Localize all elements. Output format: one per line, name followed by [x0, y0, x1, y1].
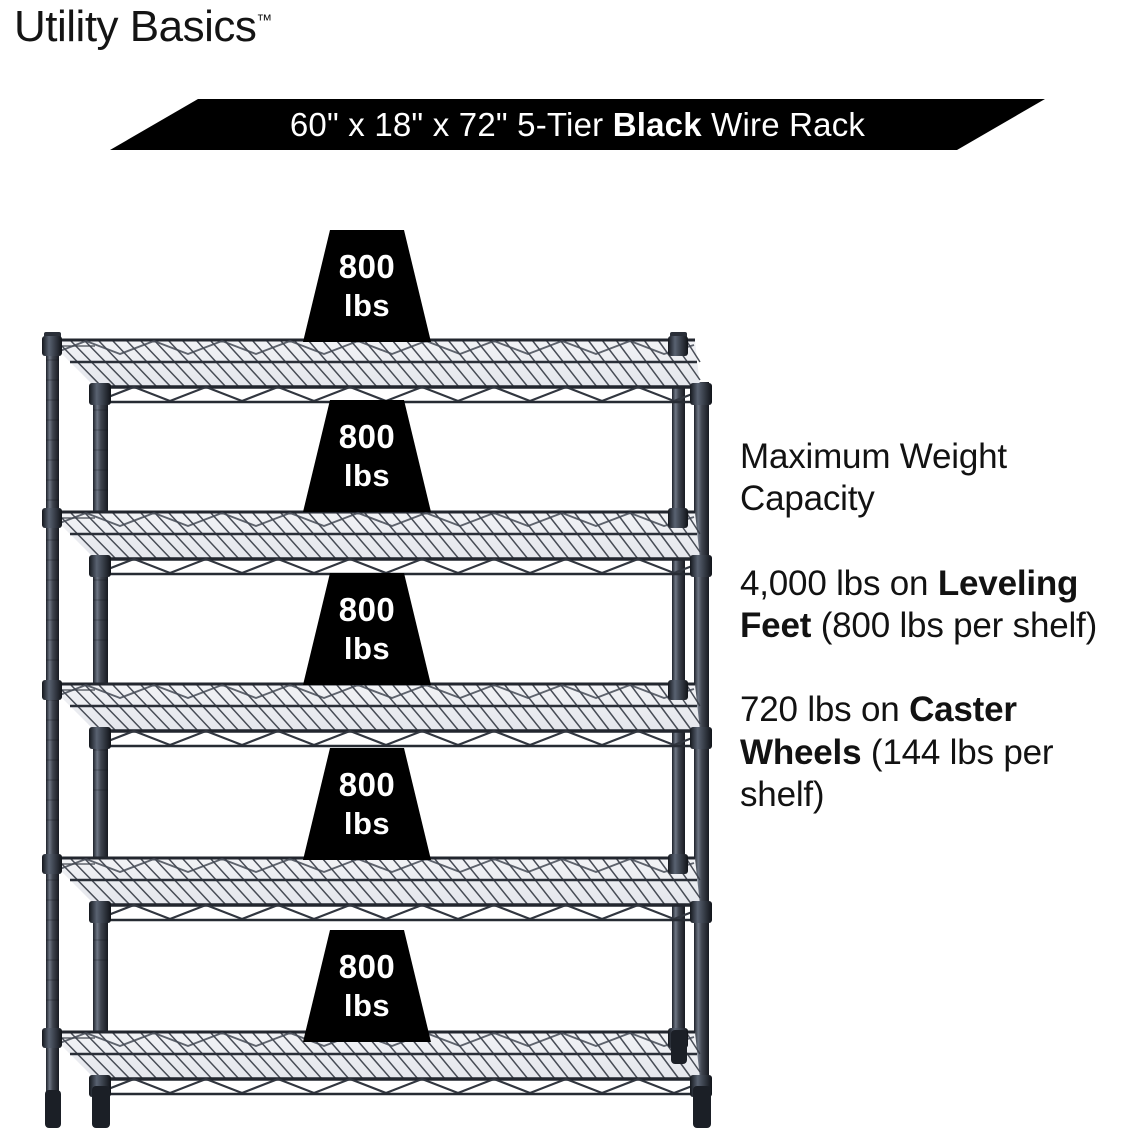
- trademark-symbol: ™: [256, 12, 273, 30]
- weight-badge-number: 800: [338, 247, 396, 285]
- weight-badge-unit: lbs: [343, 806, 391, 842]
- shelf-tier-1: [46, 338, 702, 404]
- product-title-banner: 60" x 18" x 72" 5-Tier Black Wire Rack: [110, 99, 1045, 150]
- spacer: [740, 647, 1137, 689]
- spacer: [740, 521, 1137, 563]
- weight-badge-unit: lbs: [343, 458, 391, 494]
- leveling-foot-front-right: [693, 1086, 711, 1128]
- brand-wordmark: Utility Basics™: [14, 2, 272, 52]
- caster-detail: (144 lbs per shelf): [740, 732, 1054, 815]
- post-rear-left: [44, 332, 61, 1098]
- weight-badge-number: 800: [338, 765, 396, 803]
- caster-value: 720 lbs: [740, 690, 852, 730]
- banner-tier: 5-Tier: [517, 105, 604, 143]
- leveling-connector: on: [889, 563, 929, 603]
- capacity-heading: Maximum Weight Capacity: [740, 436, 1137, 521]
- caster-connector: on: [861, 690, 900, 730]
- leveling-foot-rear-left: [45, 1090, 61, 1128]
- weight-badge-unit: lbs: [343, 631, 391, 667]
- capacity-leveling-feet: 4,000 lbs on Leveling Feet (800 lbs per …: [740, 563, 1137, 648]
- capacity-caster-wheels: 720 lbs on Caster Wheels (144 lbs per sh…: [740, 689, 1137, 816]
- shelf-tier-4: [46, 856, 702, 922]
- brand-name: Utility Basics: [14, 2, 257, 51]
- banner-color-word: Black: [612, 105, 702, 143]
- weight-badge-unit: lbs: [343, 988, 391, 1024]
- weight-badge-number: 800: [338, 590, 396, 628]
- leveling-detail: (800 lbs per shelf): [820, 606, 1098, 646]
- capacity-heading-line2: Capacity: [740, 479, 875, 519]
- leveling-feet: [45, 1030, 711, 1128]
- shelf-tier-2: [46, 510, 702, 576]
- shelf-tier-3: [46, 682, 702, 748]
- capacity-heading-line1: Maximum Weight: [740, 437, 1007, 476]
- leveling-value: 4,000 lbs: [740, 563, 881, 603]
- banner-title-text: 60" x 18" x 72" 5-Tier Black Wire Rack: [110, 99, 1045, 150]
- leveling-foot-rear-right: [671, 1030, 687, 1064]
- weight-badge-unit: lbs: [343, 288, 391, 324]
- leveling-emphasis: Leveling Feet: [740, 563, 1079, 646]
- leveling-foot-front-left: [92, 1086, 110, 1128]
- weight-badge-number: 800: [338, 947, 396, 985]
- banner-product: Wire Rack: [711, 105, 866, 143]
- banner-dimensions: 60" x 18" x 72": [289, 105, 508, 143]
- weight-badge-number: 800: [338, 417, 396, 455]
- capacity-info-panel: Maximum Weight Capacity 4,000 lbs on Lev…: [740, 436, 1137, 816]
- caster-emphasis: Caster Wheels: [740, 690, 1017, 772]
